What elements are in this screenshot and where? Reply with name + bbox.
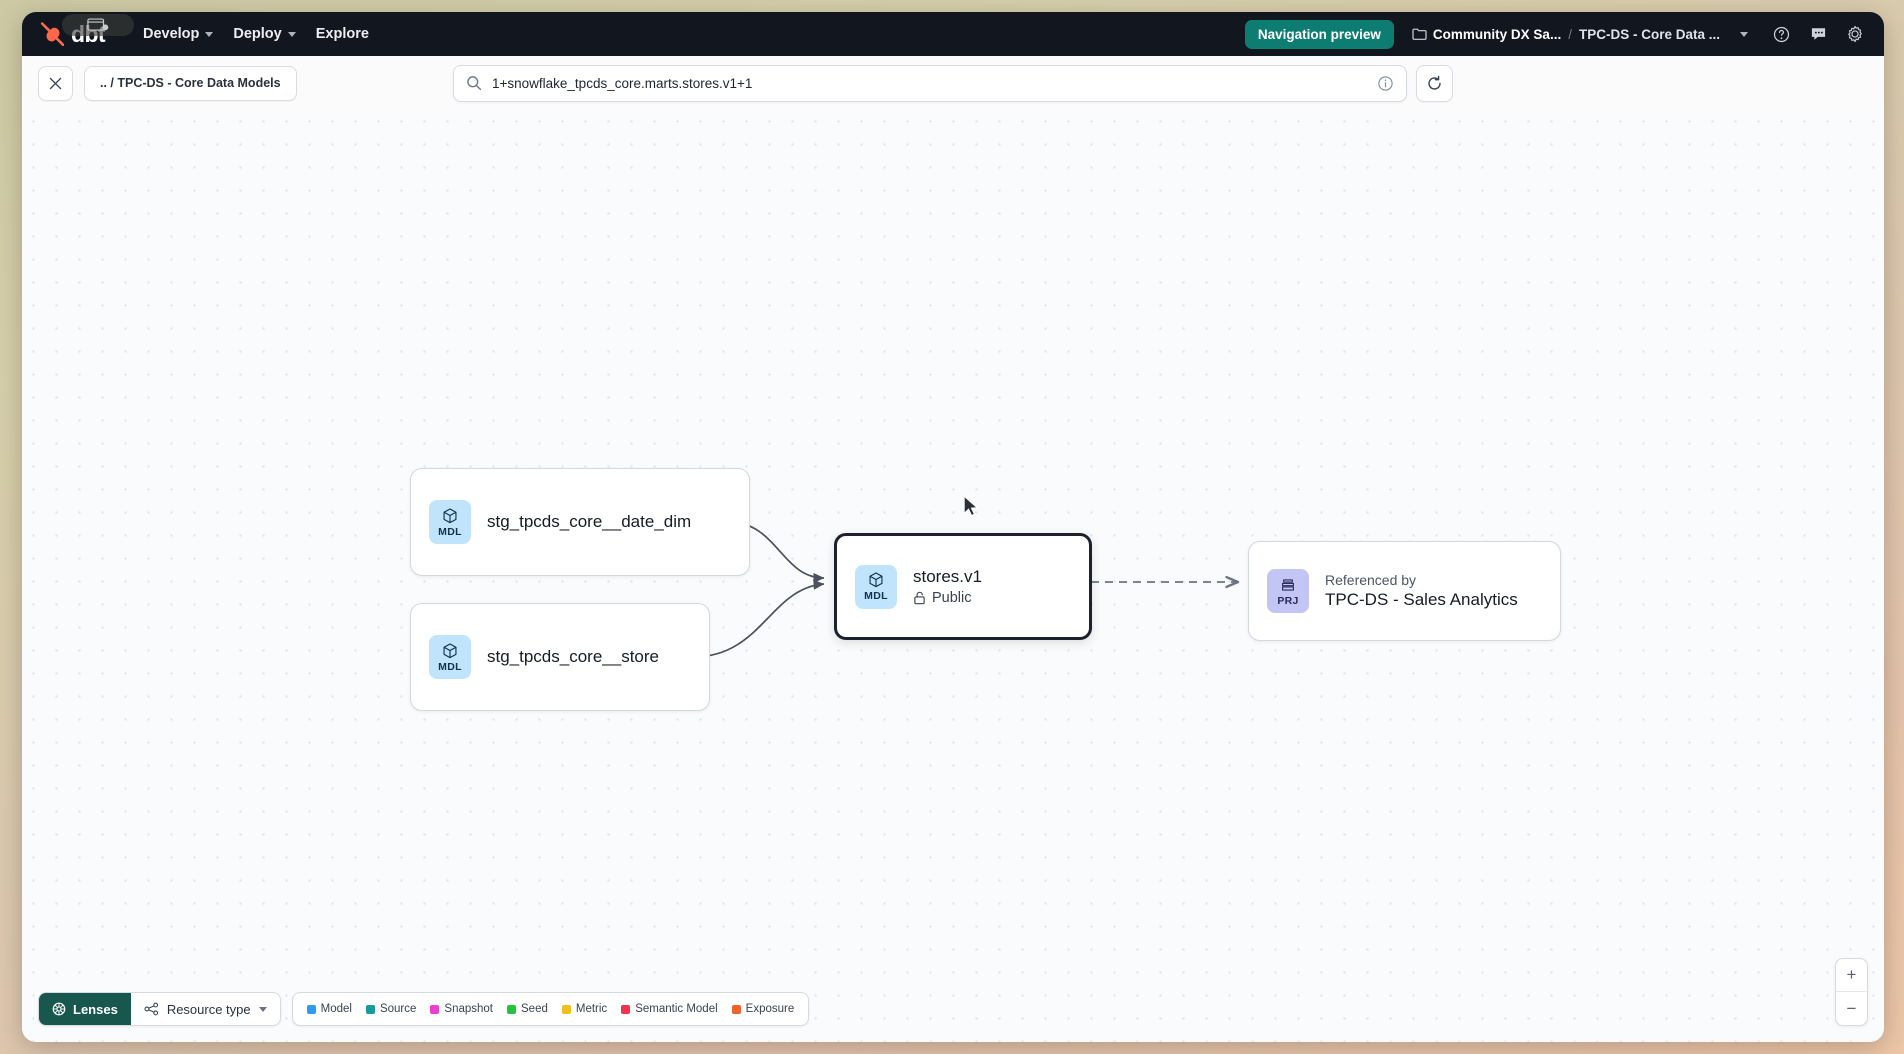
legend-swatch bbox=[621, 1004, 631, 1014]
graph-node-stores-v1[interactable]: MDL stores.v1 Public bbox=[834, 533, 1092, 640]
layers-icon bbox=[1282, 578, 1294, 591]
zoom-controls: + − bbox=[1835, 958, 1868, 1026]
graph-node-overline: Referenced by bbox=[1325, 572, 1417, 588]
folder-icon bbox=[1412, 28, 1427, 40]
legend-label: Exposure bbox=[745, 1003, 795, 1015]
legend-item-seed: Seed bbox=[507, 1003, 548, 1015]
breadcrumb-pill[interactable]: .. / TPC-DS - Core Data Models bbox=[84, 65, 297, 101]
close-icon bbox=[49, 77, 62, 89]
legend-item-metric: Metric bbox=[561, 1003, 608, 1015]
search-area: 1+snowflake_tpcds_core.marts.stores.v1+1 bbox=[453, 64, 1453, 102]
unlock-icon bbox=[914, 591, 925, 605]
graph-node-access-label: Public bbox=[932, 590, 972, 606]
graph-node-access: Public bbox=[913, 590, 982, 606]
refresh-icon bbox=[1428, 75, 1441, 90]
legend-item-semantic-model: Semantic Model bbox=[621, 1003, 718, 1015]
chevron-down-icon bbox=[287, 31, 296, 37]
project-selector[interactable]: TPC-DS - Core Data ... bbox=[1578, 26, 1720, 42]
info-icon[interactable] bbox=[1377, 75, 1394, 92]
edge-store-to-stores bbox=[692, 579, 825, 658]
dbt-explore-app-window: dbt Develop Deploy Explore Navigation pr… bbox=[22, 12, 1884, 1042]
refresh-button[interactable] bbox=[1416, 64, 1453, 102]
legend-swatch bbox=[306, 1004, 316, 1014]
top-navigation-bar: dbt Develop Deploy Explore Navigation pr… bbox=[22, 12, 1884, 56]
resource-type-legend: Model Source Snapshot Seed Metric bbox=[291, 992, 810, 1026]
legend-item-snapshot: Snapshot bbox=[430, 1003, 493, 1015]
chevron-down-icon bbox=[258, 1006, 267, 1012]
dbt-x-mark-icon bbox=[40, 22, 64, 46]
graph-node-title: TPC-DS - Sales Analytics bbox=[1325, 590, 1518, 609]
legend-item-exposure: Exposure bbox=[731, 1003, 795, 1015]
project-badge-label: PRJ bbox=[1277, 594, 1299, 607]
nav-item-develop-label: Develop bbox=[142, 26, 200, 42]
graph-node-title: stg_tpcds_core__store bbox=[487, 647, 659, 666]
model-badge-label: MDL bbox=[438, 525, 462, 538]
window-icon bbox=[87, 17, 109, 31]
nav-item-explore[interactable]: Explore bbox=[306, 20, 379, 48]
legend-swatch bbox=[731, 1004, 741, 1014]
cube-icon bbox=[869, 572, 883, 588]
graph-node-stg-tpcds-core-store[interactable]: MDL stg_tpcds_core__store bbox=[410, 603, 710, 711]
settings-icon[interactable] bbox=[1842, 21, 1868, 47]
legend-label: Source bbox=[379, 1003, 417, 1015]
nav-item-explore-label: Explore bbox=[315, 26, 369, 42]
lineage-graph-canvas[interactable]: MDL stg_tpcds_core__date_dim MDL stg_tpc… bbox=[22, 110, 1884, 1042]
nav-item-develop[interactable]: Develop bbox=[133, 20, 223, 48]
cube-icon bbox=[443, 507, 457, 523]
model-badge-label: MDL bbox=[864, 590, 888, 602]
nav-item-deploy-label: Deploy bbox=[233, 26, 282, 42]
model-badge: MDL bbox=[855, 564, 897, 609]
legend-swatch bbox=[561, 1004, 571, 1014]
model-badge: MDL bbox=[429, 635, 471, 679]
graph-node-text-block: stores.v1 Public bbox=[913, 567, 982, 606]
legend-label: Metric bbox=[575, 1003, 608, 1015]
account-name: Community DX Sa... bbox=[1432, 26, 1562, 42]
legend-swatch bbox=[430, 1004, 440, 1014]
legend-swatch bbox=[507, 1004, 517, 1014]
account-selector[interactable]: Community DX Sa... bbox=[1412, 27, 1561, 42]
breadcrumb-separator: / bbox=[1568, 26, 1572, 42]
legend-item-model: Model bbox=[306, 1003, 352, 1015]
graph-bottom-toolbar: Lenses Resource type Model bbox=[38, 992, 810, 1026]
graph-node-referenced-by-project[interactable]: PRJ Referenced by TPC-DS - Sales Analyti… bbox=[1248, 541, 1561, 641]
legend-item-source: Source bbox=[365, 1003, 417, 1015]
model-badge-label: MDL bbox=[438, 660, 462, 673]
explore-toolbar: .. / TPC-DS - Core Data Models 1+snowfla… bbox=[22, 56, 1884, 110]
chevron-down-icon[interactable] bbox=[1731, 21, 1757, 47]
search-input-value: 1+snowflake_tpcds_core.marts.stores.v1+1 bbox=[492, 75, 753, 91]
account-breadcrumb: Community DX Sa... / TPC-DS - Core Data … bbox=[1412, 21, 1868, 47]
graph-node-stg-tpcds-core-date-dim[interactable]: MDL stg_tpcds_core__date_dim bbox=[410, 468, 750, 576]
model-badge: MDL bbox=[429, 500, 471, 544]
feedback-icon[interactable] bbox=[1805, 21, 1831, 47]
search-input[interactable]: 1+snowflake_tpcds_core.marts.stores.v1+1 bbox=[453, 64, 1407, 102]
resource-type-label: Resource type bbox=[166, 1001, 251, 1017]
screen-capture-indicator bbox=[62, 14, 134, 36]
legend-swatch bbox=[365, 1004, 375, 1014]
lens-control-group: Lenses Resource type bbox=[38, 992, 281, 1026]
lenses-button[interactable]: Lenses bbox=[39, 993, 131, 1025]
navigation-preview-button[interactable]: Navigation preview bbox=[1244, 19, 1394, 49]
legend-label: Semantic Model bbox=[635, 1003, 718, 1015]
project-badge: PRJ bbox=[1267, 569, 1309, 613]
resource-graph-icon bbox=[144, 1002, 158, 1016]
close-button[interactable] bbox=[38, 65, 73, 101]
chevron-down-icon bbox=[205, 31, 214, 37]
graph-node-title: stores.v1 bbox=[913, 567, 982, 586]
cube-icon bbox=[443, 642, 457, 658]
help-icon[interactable] bbox=[1768, 21, 1794, 47]
nav-item-deploy[interactable]: Deploy bbox=[223, 20, 305, 48]
lenses-button-label: Lenses bbox=[73, 1001, 118, 1017]
lens-icon bbox=[52, 1002, 66, 1016]
graph-node-title: stg_tpcds_core__date_dim bbox=[487, 512, 692, 531]
zoom-out-button[interactable]: − bbox=[1846, 998, 1857, 1018]
legend-label: Seed bbox=[521, 1003, 548, 1015]
resource-type-dropdown[interactable]: Resource type bbox=[131, 993, 280, 1025]
legend-label: Model bbox=[320, 1003, 352, 1015]
search-icon bbox=[467, 76, 482, 91]
zoom-in-button[interactable]: + bbox=[1836, 959, 1867, 992]
legend-label: Snapshot bbox=[444, 1003, 494, 1015]
graph-node-text-block: Referenced by TPC-DS - Sales Analytics bbox=[1325, 572, 1518, 610]
